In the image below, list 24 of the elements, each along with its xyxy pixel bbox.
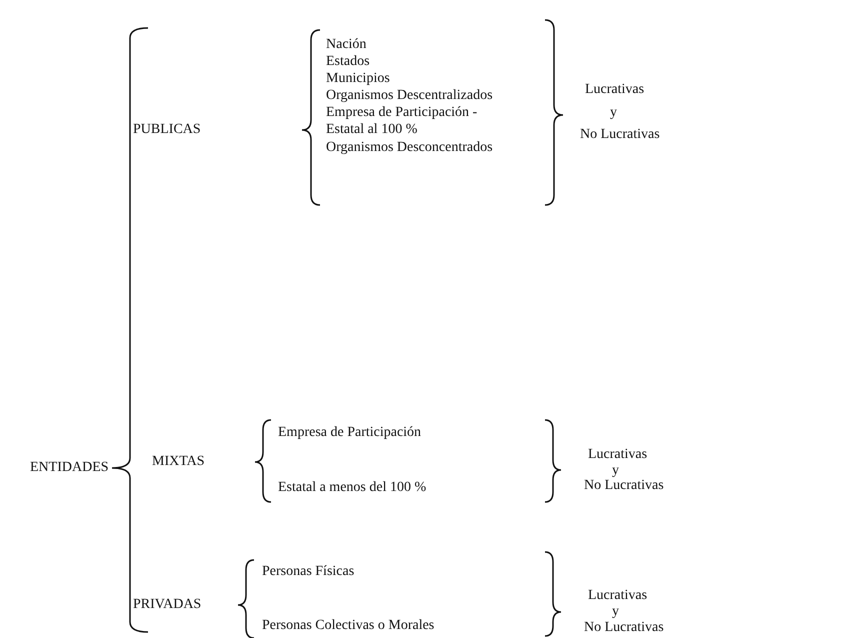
classification-label: y (612, 604, 619, 620)
classification-label: Lucrativas (585, 82, 644, 98)
list-item: Empresa de Participación (278, 425, 422, 441)
list-item: Municipios (326, 71, 390, 87)
list-item: Organismos Desconcentrados (326, 140, 493, 156)
list-item: Nación (326, 37, 366, 53)
root-label: ENTIDADES (30, 460, 109, 476)
category-label: PUBLICAS (133, 122, 201, 138)
classification-label: No Lucrativas (580, 127, 660, 143)
classification-label: y (610, 105, 617, 121)
list-item: Estados (326, 54, 370, 70)
list-item: Organismos Descentralizados (326, 88, 493, 104)
category-label: PRIVADAS (133, 597, 202, 613)
list-item: Personas Colectivas o Morales (262, 618, 434, 634)
classification-label: No Lucrativas (584, 620, 664, 636)
classification-label: Lucrativas (588, 588, 648, 604)
list-item: Empresa de Participación - (326, 105, 478, 121)
classification-label: Lucrativas (588, 447, 648, 463)
classification-label: No Lucrativas (584, 478, 664, 494)
list-item: Personas Físicas (262, 564, 354, 580)
classification-label: y (612, 463, 619, 479)
category-label: MIXTAS (152, 454, 205, 470)
list-item: Estatal al 100 % (326, 122, 418, 138)
list-item: Estatal a menos del 100 % (278, 480, 426, 496)
